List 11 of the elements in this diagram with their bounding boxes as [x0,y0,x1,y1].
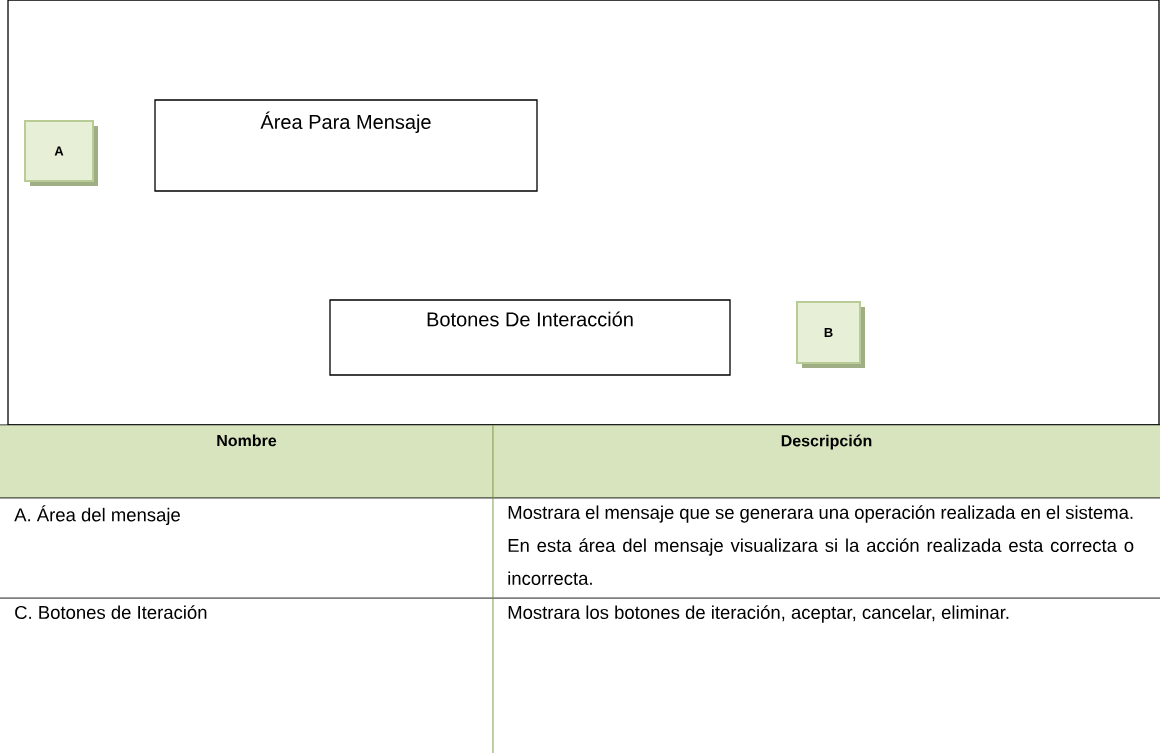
table-text: Mostrara el mensaje que se generara una operación realizada en el sistema. En esta área del mensaje visualizara si la acción realizada esta correcta o incorrecta. [508,505,1134,585]
table-text: Mostrara los botones de iteración, aceptar, cancelar, eliminar. [508,605,1009,623]
table-header: Descripción [781,434,872,450]
table-header: Nombre [217,434,277,447]
window-frame [7,0,1160,426]
callout-badge: A [24,120,98,186]
table-text: A. Área del mensaje [14,505,180,526]
table-text: C. Botones de Iteración [15,605,207,619]
area-box: Área Para Mensaje [154,99,538,192]
area-box: Botones De Interacción [329,299,731,376]
callout-badge: B [796,301,865,368]
